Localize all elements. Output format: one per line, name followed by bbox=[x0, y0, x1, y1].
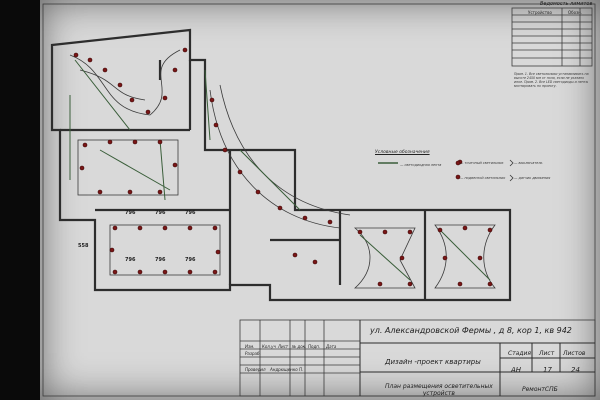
sheet-title-line-2: устройств bbox=[422, 390, 455, 397]
col-kol: Кол.уч bbox=[262, 344, 276, 349]
sheet-title: План размещения осветительных устройств bbox=[385, 383, 493, 397]
col-izm: Изм. bbox=[245, 344, 255, 349]
spec-col-device: Устройство bbox=[528, 10, 552, 15]
col-doc: № док. bbox=[292, 344, 307, 349]
dimension-label: 796 bbox=[185, 257, 196, 263]
legend-item-sensor: — датчик движения bbox=[514, 176, 551, 180]
legend-item-led-strip: — светодиодная лента bbox=[400, 163, 442, 167]
sheet-label: Лист bbox=[539, 350, 555, 357]
light-fixtures bbox=[73, 47, 493, 287]
sheet-value: 17 bbox=[543, 366, 552, 374]
row-razrab: Разраб. bbox=[245, 351, 261, 356]
dimension-label: 796 bbox=[155, 257, 166, 263]
spec-note: Прим. 1. Все светильники устанавливать н… bbox=[514, 72, 589, 88]
dimension-label: 796 bbox=[155, 210, 166, 216]
sheets-label: Листов bbox=[563, 350, 586, 357]
company-name: РемонтСПБ bbox=[522, 386, 558, 393]
legend-symbols bbox=[378, 159, 514, 182]
outer-walls bbox=[50, 28, 512, 302]
dimension-label: 796 bbox=[185, 210, 196, 216]
fan-room-2 bbox=[434, 224, 496, 289]
spec-title: Ведомость лимитов bbox=[540, 1, 593, 7]
design-title: Дизайн -проект квартиры bbox=[385, 358, 481, 366]
legend-item-spotlight: — точечный светильник bbox=[460, 161, 504, 165]
spec-col-code: Обозн. bbox=[568, 10, 583, 15]
dimension-label: 796 bbox=[125, 257, 136, 263]
col-data: Дата bbox=[326, 344, 337, 349]
row-name: Андрющенко П. bbox=[270, 367, 304, 372]
drawing-sheet: Ведомость лимитов Устройство Обозн. Прим… bbox=[40, 0, 600, 400]
ceiling-rect-2 bbox=[109, 224, 221, 276]
ceiling-curve-1 bbox=[69, 49, 181, 116]
floor-plan-drawing bbox=[42, 3, 596, 397]
legend-item-switch: — выключатель bbox=[514, 161, 543, 165]
corridor-curve bbox=[209, 89, 341, 229]
interior-walls bbox=[60, 60, 427, 300]
address-text: ул. Александровской Фермы , д 8, кор 1, … bbox=[370, 326, 572, 335]
legend-item-pendant: — подвесной светильник bbox=[460, 176, 506, 180]
title-block-grid bbox=[239, 319, 596, 397]
wiring bbox=[69, 59, 491, 281]
ceiling-curve-2 bbox=[79, 69, 146, 101]
fan-room-1 bbox=[353, 227, 416, 289]
ceiling-rect-1 bbox=[77, 139, 179, 196]
spec-table-grid bbox=[511, 7, 593, 67]
dimension-label: 558 bbox=[78, 243, 89, 249]
row-proveril: Проверил bbox=[245, 367, 266, 372]
sheets-value: 24 bbox=[571, 366, 580, 374]
dimension-label: 796 bbox=[125, 210, 136, 216]
col-list: Лист bbox=[278, 344, 289, 349]
col-podp: Подп. bbox=[308, 344, 321, 349]
legend-title: Условные обозначения bbox=[375, 150, 430, 155]
stage-label: Стадия bbox=[508, 350, 532, 357]
sheet-title-line-1: План размещения осветительных bbox=[385, 383, 493, 390]
stage-value: АН bbox=[511, 366, 522, 374]
